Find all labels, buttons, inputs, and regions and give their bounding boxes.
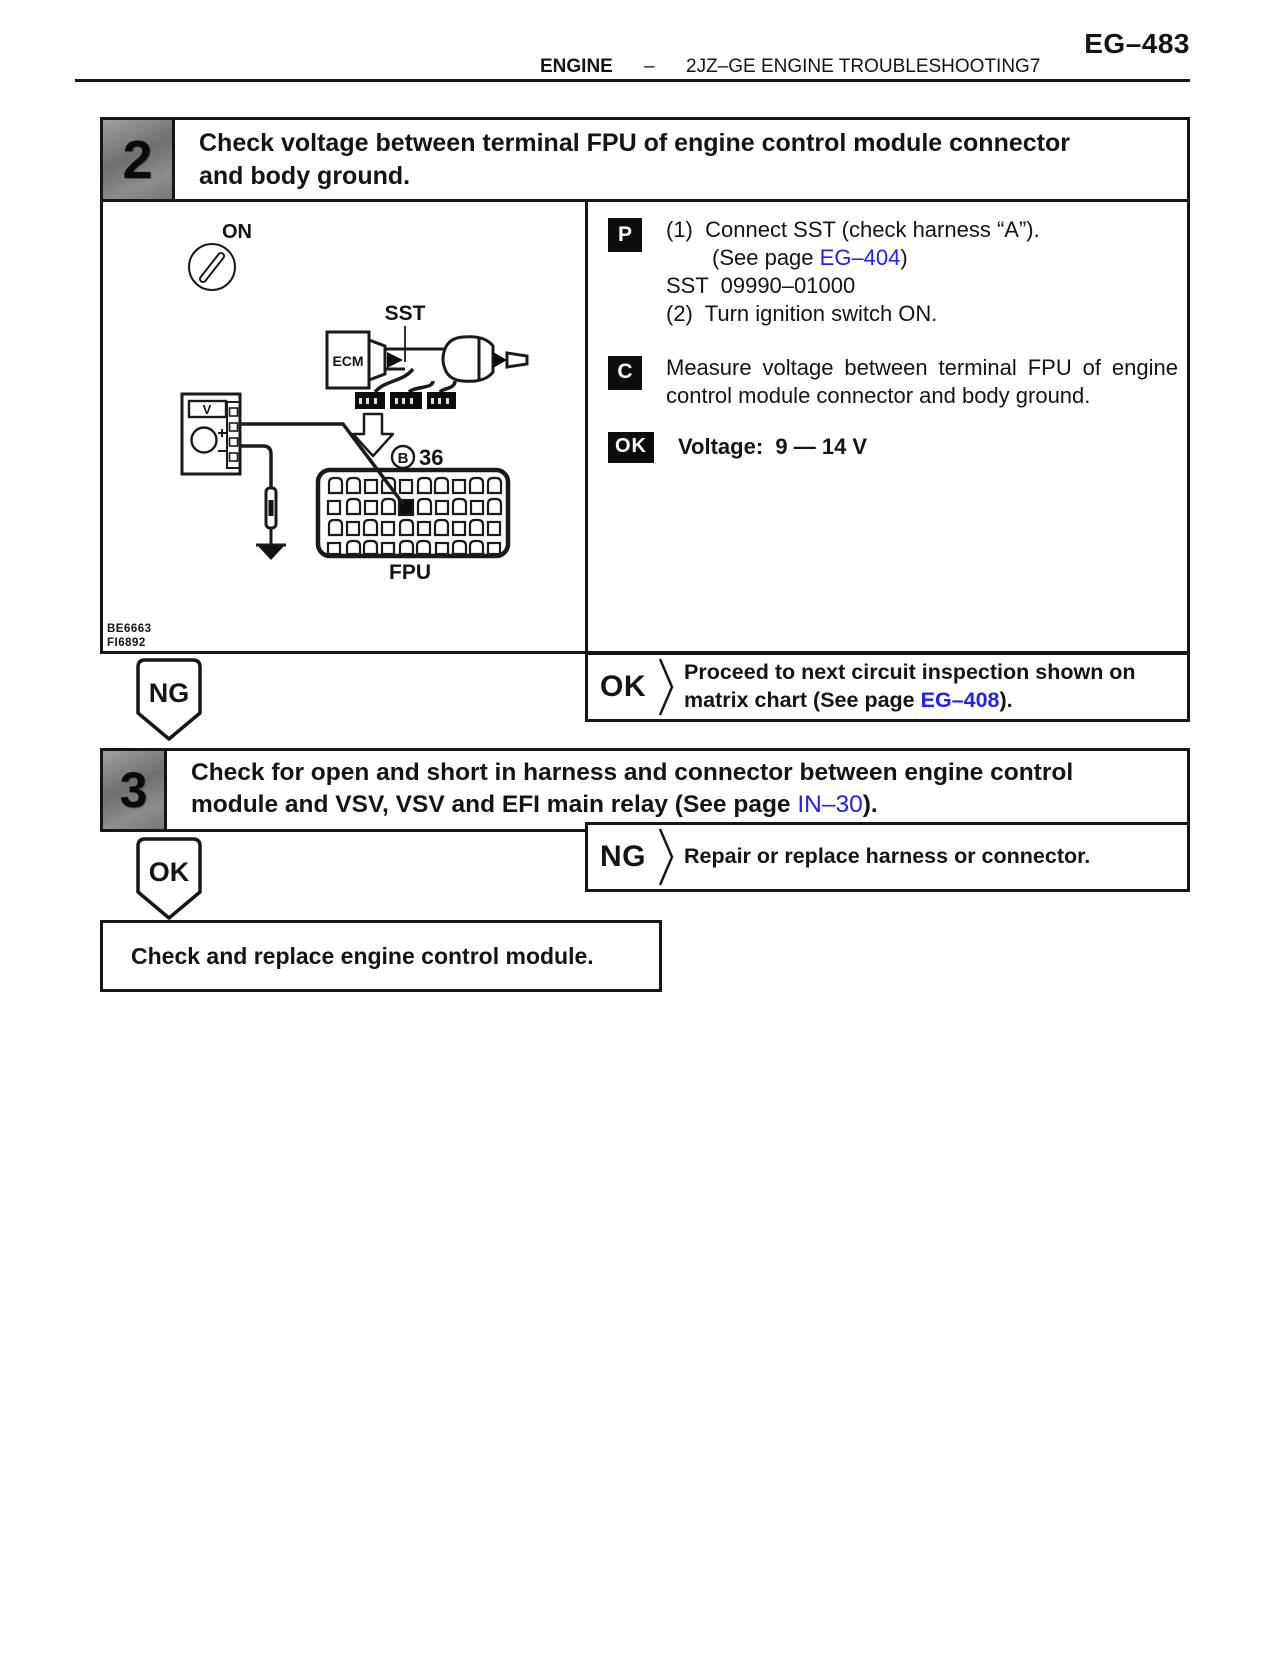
ok-result-line2-suffix: ). (999, 688, 1013, 712)
running-header-subsection: 2JZ–GE ENGINE TROUBLESHOOTING7 (686, 56, 1041, 77)
final-action-text: Check and replace engine control module. (131, 942, 594, 969)
sst-harness-icon: ECM (325, 330, 529, 409)
spec-text: Voltage: 9 — 14 V (678, 433, 868, 459)
running-header-separator: – (644, 56, 655, 77)
step3-title-line2: module and VSV, VSV and EFI main relay (… (191, 789, 1073, 821)
step2-header: 2 Check voltage between terminal FPU of … (103, 120, 1187, 202)
ok-result-line1: Proceed to next circuit inspection shown… (684, 660, 1136, 685)
step2-body: ON SST ECM (103, 202, 1187, 660)
page-number: EG–483 (1084, 28, 1190, 59)
wiring-diagram: ON SST ECM (107, 221, 529, 649)
page-link-eg408[interactable]: EG–408 (920, 688, 1000, 712)
figure-code-2: FI6892 (107, 637, 146, 649)
spec-row: OK Voltage: 9 — 14 V (608, 430, 1178, 463)
ng-result-text: Repair or replace harness or connector. (684, 844, 1091, 869)
prepare-line4: (2) Turn ignition switch ON. (666, 300, 938, 326)
ground-icon (256, 543, 286, 560)
page-link-in30[interactable]: IN–30 (797, 791, 863, 819)
sst-label: SST (385, 302, 426, 325)
step2-diagram-cell: ON SST ECM (103, 202, 588, 660)
page-link-eg404[interactable]: EG–404 (819, 244, 901, 270)
step3-title-line2-suffix: ). (862, 791, 878, 819)
step3-box: 3 Check for open and short in harness an… (100, 748, 1190, 832)
ng-flow-marker: NG (136, 658, 202, 741)
final-action-box: Check and replace engine control module. (100, 920, 662, 992)
running-header: ENGINE – 2JZ–GE ENGINE TROUBLESHOOTING7 (540, 56, 1040, 78)
prepare-row: P (1) Connect SST (check harness “A”). (… (608, 216, 1178, 328)
chevron-right-icon (658, 828, 674, 886)
test-leads (240, 422, 406, 545)
prepare-line2-prefix: (See page (712, 244, 820, 270)
ecm-label: ECM (332, 353, 363, 369)
step3-number-tile: 3 (103, 751, 167, 829)
connector-number: 36 (419, 445, 443, 470)
ok-flow-marker-label: OK (149, 857, 190, 887)
ng-result-callout: NG Repair or replace harness or connecto… (585, 822, 1190, 892)
ng-result-label: NG (600, 840, 646, 873)
chevron-right-icon (658, 658, 674, 716)
fpu-terminal-label: FPU (389, 561, 431, 584)
step2-box: 2 Check voltage between terminal FPU of … (100, 117, 1190, 660)
voltmeter-unit-label: V (203, 402, 212, 417)
spec-ok-badge: OK (608, 431, 654, 463)
ok-result-line2: matrix chart (See page EG–408). (684, 687, 1136, 715)
prepare-line3: SST 09990–01000 (666, 272, 856, 298)
connector-grid (315, 467, 511, 559)
prepare-line2-suffix: ) (900, 244, 908, 270)
prepare-text: (1) Connect SST (check harness “A”). (Se… (666, 216, 1040, 328)
check-badge: C (608, 355, 642, 390)
step2-title: Check voltage between terminal FPU of en… (175, 120, 1084, 199)
check-text: Measure voltage between terminal FPU of … (666, 354, 1178, 408)
sst-label-group: SST (385, 302, 426, 362)
step2-number-tile: 2 (103, 120, 175, 199)
step3-title-line2-prefix: module and VSV, VSV and EFI main relay (… (191, 791, 798, 819)
ok-result-label: OK (600, 670, 646, 703)
ignition-switch-icon: ON (188, 221, 252, 291)
ng-flow-marker-label: NG (149, 678, 190, 708)
prepare-line1: (1) Connect SST (check harness “A”). (666, 217, 1040, 242)
connector-id-label: B 36 (390, 444, 443, 470)
harness-connector-blocks (355, 392, 456, 409)
ok-result-callout: OK Proceed to next circuit inspection sh… (585, 652, 1190, 722)
check-row: C Measure voltage between terminal FPU o… (608, 354, 1178, 410)
step2-title-line1: Check voltage between terminal FPU of en… (199, 129, 1070, 157)
prepare-line2: (See page EG–404) (666, 244, 1040, 272)
header-rule (75, 79, 1190, 82)
ignition-on-label: ON (222, 221, 252, 243)
step3-header: 3 Check for open and short in harness an… (103, 751, 1187, 829)
step3-title-line1: Check for open and short in harness and … (191, 759, 1074, 786)
connector-letter: B (398, 450, 409, 467)
running-header-section: ENGINE (540, 56, 613, 77)
down-arrow-icon (351, 412, 395, 458)
ok-result-line2-prefix: matrix chart (See page (684, 688, 921, 712)
step2-instructions-cell: P (1) Connect SST (check harness “A”). (… (588, 202, 1192, 660)
step2-title-line2: and body ground. (199, 162, 411, 190)
ok-flow-marker: OK (136, 837, 202, 920)
ok-result-text: Proceed to next circuit inspection shown… (684, 659, 1136, 714)
step3-title: Check for open and short in harness and … (167, 751, 1087, 829)
figure-code-1: BE6663 (107, 623, 152, 635)
prepare-badge: P (608, 218, 642, 252)
voltmeter-icon: V (180, 392, 242, 476)
